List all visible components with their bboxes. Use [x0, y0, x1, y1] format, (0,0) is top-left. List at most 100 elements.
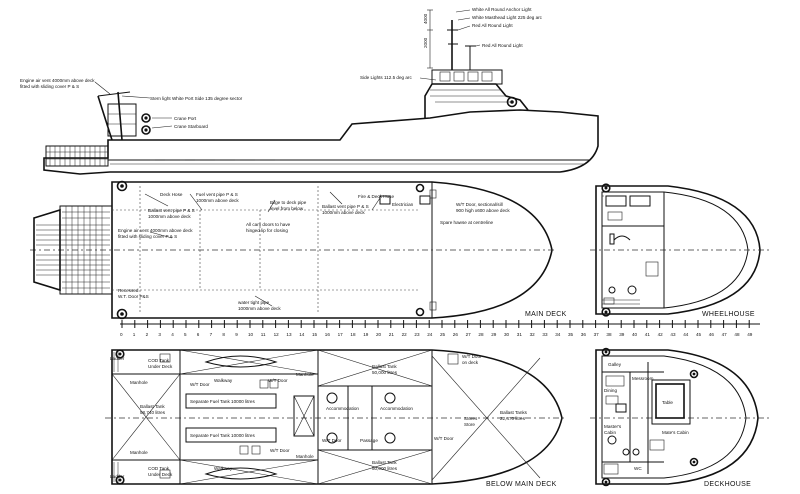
deckhouse-plan: Galley Dining Messroom Table Master's Ca…	[590, 347, 770, 488]
ladder-top: Ladder	[110, 356, 125, 361]
frame-number: 1	[133, 332, 136, 337]
note-recessed-2: W.T. Door P&S	[118, 294, 149, 299]
frame-number: 35	[568, 332, 574, 337]
frame-number: 17	[338, 332, 344, 337]
frame-number: 0	[120, 332, 123, 337]
frame-number: 21	[389, 332, 395, 337]
main-deck-notes: Deck Hose Fuel vent pipe P & S 1000mm ab…	[118, 192, 510, 311]
ballast-tank-1: Ballast Tank	[140, 404, 165, 409]
walkway-1: Walkway	[214, 378, 233, 383]
mates-cabin-label: Mate's Cabin	[662, 430, 689, 435]
stern-rail	[45, 145, 109, 167]
masthead-label-1: White All Round Anchor Light	[472, 7, 532, 12]
store-label: Store	[464, 422, 475, 427]
frame-number: 11	[261, 332, 266, 337]
frame-number: 25	[440, 332, 446, 337]
below-deck-labels: Ladder Ladder COD Tank Under Deck COD Ta…	[110, 354, 528, 479]
frame-number: 18	[350, 332, 356, 337]
frame-number: 38	[606, 332, 612, 337]
deckhouse-title: DECKHOUSE	[704, 481, 751, 488]
note-water-pipe-2: 1000mm above deck	[238, 306, 281, 311]
note-water-pipe: water tight pipe	[238, 300, 270, 305]
ballast-tank-3: Ballast Tank	[372, 460, 397, 465]
note-wt-door: W/T Door, sectional/sill	[456, 202, 503, 207]
wt-door-2: W/T Door	[268, 378, 288, 383]
cod-tank-top-2: Under Deck	[148, 364, 173, 369]
wt-door-3: W/T Door	[270, 448, 290, 453]
frame-number: 44	[683, 332, 689, 337]
wt-door-deck-2: on deck	[462, 360, 479, 365]
frame-number: 43	[670, 332, 676, 337]
accommodation-cabin: Accommodation	[380, 406, 413, 411]
note-wt-door-2: 900 high x600 above deck	[456, 208, 510, 213]
frame-number: 48	[734, 332, 740, 337]
toilet-label: WC	[634, 466, 642, 471]
frame-number: 49	[747, 332, 753, 337]
frame-number: 33	[542, 332, 548, 337]
profile-view: 4000 2000 White All Round Anchor Light W…	[20, 7, 599, 175]
ballast-tank-2b: 50,000 litres	[372, 370, 398, 375]
note-fuel-vent: Fuel vent pipe P & S	[196, 192, 238, 197]
note-cam-doors: All cam doors to have	[246, 222, 291, 227]
crane-port-label: Crane Port	[174, 116, 197, 121]
frame-number: 13	[286, 332, 292, 337]
walkway-2: Walkway	[214, 466, 233, 471]
accommodation: Accommodation	[326, 406, 359, 411]
note-cam-doors-2: hinged lip for closing	[246, 228, 288, 233]
note-ballast-fwd: Ballast vent pipe P & S	[322, 204, 369, 209]
engine-vent-label: Engine air vent 4000mm above deck	[20, 78, 95, 83]
note-ballast-vent-2: 1000mm above deck	[148, 214, 191, 219]
below-deck-outline	[111, 349, 563, 485]
masters-cabin-label-2: Cabin	[604, 430, 616, 435]
frame-number: 19	[363, 332, 369, 337]
messroom-label: Messroom	[632, 376, 654, 381]
masters-cabin-label: Master's	[604, 424, 622, 429]
note-engine-air-2: fitted with sliding cover P & S	[118, 234, 177, 239]
manhole-2: Manhole	[296, 372, 314, 377]
ballast-tanks-fwd-2: 22,470 litres	[500, 416, 526, 421]
ballast-tanks-fwd: Ballast Tanks	[500, 410, 528, 415]
stern-ramp	[33, 205, 113, 295]
frame-number: 5	[184, 332, 187, 337]
frame-number: 23	[414, 332, 420, 337]
note-deck-hose: Deck Hose	[160, 192, 183, 197]
ballast-tank-3b: 50,000 litres	[372, 466, 398, 471]
manhole-3: Manhole	[130, 450, 148, 455]
frame-number: 36	[581, 332, 587, 337]
note-fire-hose: Fire & Deck Hose	[358, 194, 394, 199]
frame-number: 34	[555, 332, 561, 337]
note-engine-air: Engine air vent 4000mm above deck	[118, 228, 193, 233]
aft-a-frame	[97, 91, 151, 141]
frame-number: 14	[299, 332, 305, 337]
frame-number: 29	[491, 332, 497, 337]
frame-number: 32	[530, 332, 536, 337]
frame-number: 22	[402, 332, 408, 337]
masthead-label-2: White Masthead Light 225 deg arc	[472, 15, 543, 20]
below-main-deck-title: BELOW MAIN DECK	[486, 481, 557, 488]
frame-number: 20	[376, 332, 382, 337]
frame-number: 4	[171, 332, 174, 337]
cod-tank-bottom-2: Under Deck	[148, 472, 173, 477]
note-electrician: Electrician	[392, 202, 414, 207]
fuel-tank-2: Separate Fuel Tank 10000 litres	[190, 433, 255, 438]
frame-number: 7	[210, 332, 213, 337]
wt-door-4: W/T Door	[322, 438, 342, 443]
frame-number: 28	[478, 332, 484, 337]
frame-number: 31	[517, 332, 523, 337]
dim-label-a: 4000	[423, 13, 428, 24]
side-lights-label: Side Lights 112.5 deg arc	[360, 75, 412, 80]
ladder-bottom: Ladder	[110, 474, 125, 479]
wt-door-deck: W/T Door	[462, 354, 482, 359]
frame-number: 45	[696, 332, 702, 337]
note-ballast-vent: Ballast vent pipe P & S	[148, 208, 195, 213]
frame-number: 42	[658, 332, 664, 337]
frame-number: 6	[197, 332, 200, 337]
frame-number: 30	[504, 332, 510, 337]
frame-number: 8	[222, 332, 225, 337]
masthead-label-4: Red All Round Light	[482, 43, 523, 48]
main-deck-title: MAIN DECK	[525, 311, 567, 318]
cod-tank-top: COD Tank	[148, 358, 170, 363]
masthead-label-3: Red All Round Light	[472, 23, 513, 28]
